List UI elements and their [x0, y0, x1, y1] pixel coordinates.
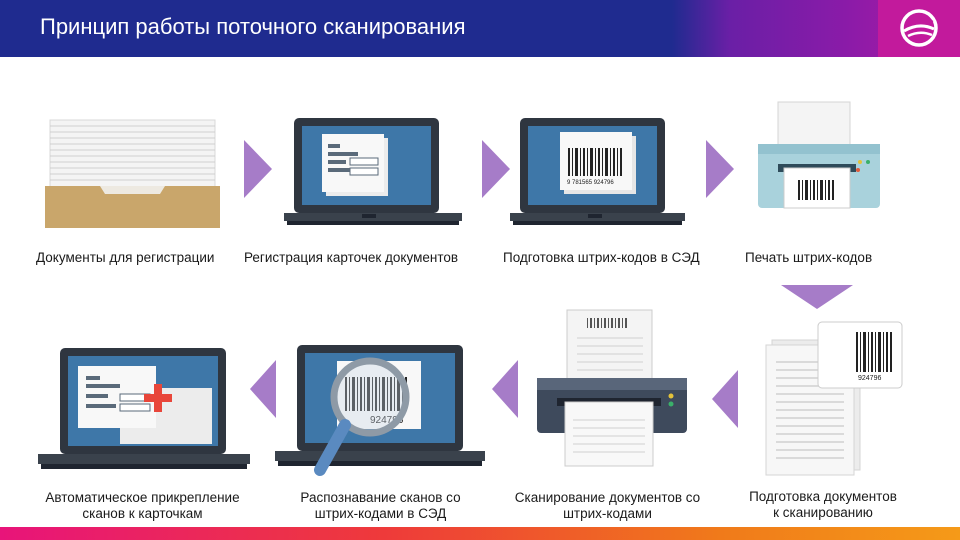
laptop-barcode-icon: 9 781565 924796	[510, 118, 685, 225]
step-label: Подготовка документов к сканированию	[749, 489, 897, 520]
arrow-left-icon	[712, 370, 738, 428]
step-label: Печать штрих-кодов	[745, 250, 873, 265]
scanner-icon	[537, 309, 687, 467]
step-label: Автоматическое прикрепление сканов к кар…	[45, 490, 240, 521]
step-label: Регистрация карточек документов	[244, 250, 459, 265]
barcode-digits: 924796	[858, 375, 881, 382]
step-label: Сканирование документов со штрих-кодами	[514, 490, 701, 521]
arrow-left-icon	[492, 360, 518, 418]
arrow-right-icon	[706, 140, 734, 198]
arrow-right-icon	[482, 140, 510, 198]
header-bar: Принцип работы поточного сканирования	[0, 0, 960, 57]
barcode-digits: 924796	[370, 415, 404, 426]
step-label: Документы для регистрации	[36, 250, 215, 265]
arrow-down-icon	[781, 285, 853, 309]
page-title: Принцип работы поточного сканирования	[40, 14, 466, 39]
step-label: Распознавание сканов со штрих-кодами в С…	[300, 490, 461, 521]
laptop-attach-icon	[38, 348, 250, 469]
laptop-magnifier-icon: 924796	[275, 345, 485, 476]
footer-bar	[0, 527, 960, 540]
step-label: Подготовка штрих-кодов в СЭД	[503, 250, 700, 265]
printer-barcode-icon	[758, 101, 880, 209]
logo	[878, 0, 960, 57]
arrow-right-icon	[244, 140, 272, 198]
barcode-digits: 9 781565 924796	[567, 180, 614, 186]
logo-icon	[900, 9, 938, 47]
laptop-card-icon	[284, 118, 462, 225]
arrow-left-icon	[250, 360, 276, 418]
document-tray-icon	[45, 119, 220, 228]
documents-barcode-icon: 924796	[765, 321, 903, 476]
